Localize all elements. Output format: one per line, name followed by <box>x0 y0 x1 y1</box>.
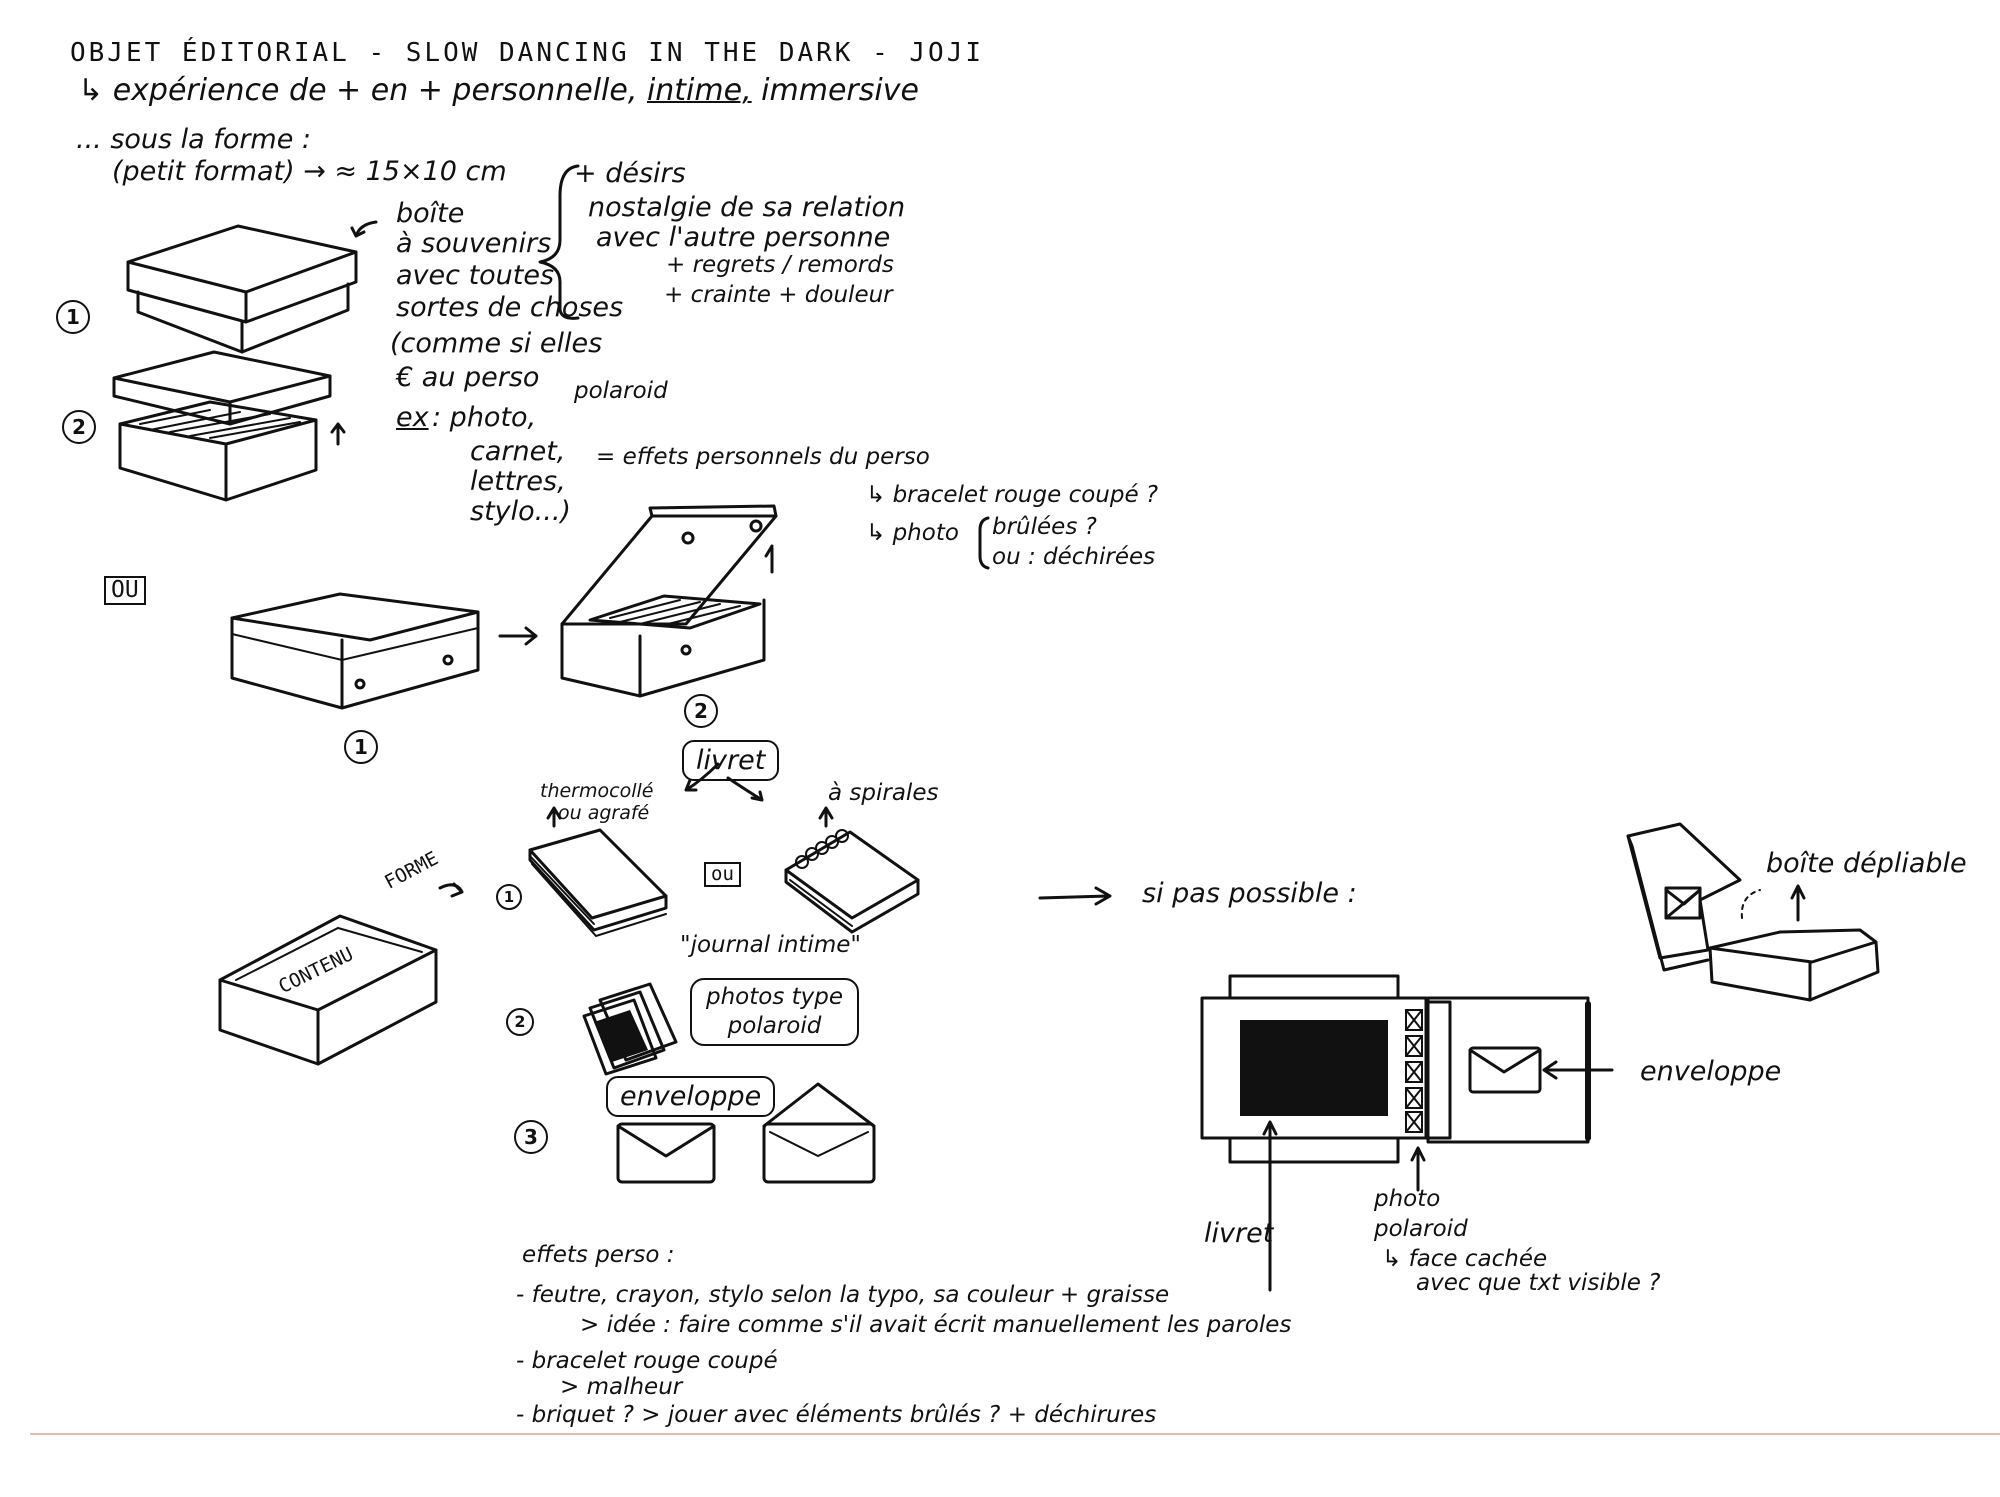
number-1-livret: 1 <box>496 884 522 910</box>
page-title: OBJET ÉDITORIAL - SLOW DANCING IN THE DA… <box>70 38 985 68</box>
photo-note: ↳ photo <box>866 520 959 546</box>
foldable-box-drawing <box>1626 822 1880 1002</box>
envelope-closed-drawing <box>616 1122 716 1184</box>
enveloppe-label: enveloppe <box>606 1076 776 1117</box>
layout-face-cachee-label: ↳ face cachée <box>1382 1246 1548 1272</box>
arrow-to-open-box <box>498 626 538 646</box>
number-1-top: 1 <box>56 300 90 334</box>
souvenir-arrow <box>350 220 378 238</box>
thermocolle-label: thermocollé <box>540 780 654 802</box>
photos-type-polaroid-box: photos type polaroid <box>690 978 860 1046</box>
spirales-arrow <box>818 806 834 828</box>
subtitle-post: immersive <box>761 73 919 108</box>
envelope-open-drawing <box>762 1082 876 1184</box>
unfolded-layout-drawing <box>1200 974 1614 1292</box>
livret-arrow-left <box>684 762 720 792</box>
feeling-3: avec l'autre personne <box>596 222 891 253</box>
thermocolle-arrow <box>546 806 562 828</box>
spirales-label: à spirales <box>828 780 939 806</box>
photo-option-1: brûlées ? <box>992 514 1097 540</box>
open-lid-box-drawing <box>112 350 346 502</box>
livret-label: livret <box>682 740 780 781</box>
spiral-notebook-drawing <box>784 829 920 934</box>
effets-personnels-note: = effets personnels du perso <box>596 444 930 470</box>
content-box-drawing <box>218 882 464 1066</box>
subtitle-intime: intime, <box>646 73 752 108</box>
photos-type-line-1: photos type <box>706 984 844 1010</box>
box-note-2: à souvenirs <box>396 228 552 259</box>
box-note-4: sortes de choses <box>396 292 624 323</box>
boite-depliable-label: boîte dépliable <box>1766 848 1967 879</box>
example-item-1: : photo, <box>432 402 537 433</box>
subtitle: ↳ expérience de + en + personnelle, inti… <box>78 76 919 106</box>
number-1-clasp: 1 <box>344 730 378 764</box>
layout-livret-label: livret <box>1204 1218 1274 1249</box>
journal-intime-label: "journal intime" <box>680 932 861 958</box>
effets-perso-line-4: > malheur <box>560 1374 683 1400</box>
subtitle-pre: expérience de + en + personnelle, <box>112 73 638 108</box>
photo-option-2: ou : déchirées <box>992 544 1156 570</box>
bracelet-note: ↳ bracelet rouge coupé ? <box>866 482 1159 508</box>
effets-perso-heading: effets perso : <box>522 1242 675 1268</box>
feelings-brace <box>538 164 580 320</box>
layout-polaroid-label: polaroid <box>1374 1216 1468 1242</box>
example-item-4: stylo...) <box>470 496 571 527</box>
number-3-enveloppe: 3 <box>514 1120 548 1154</box>
agrafe-label: ou agrafé <box>558 802 650 824</box>
polaroid-photos-drawing <box>582 982 678 1076</box>
feeling-5: + crainte + douleur <box>664 282 893 308</box>
clasp-box-open-drawing <box>560 504 778 698</box>
box-note-5: (comme si elles <box>390 328 603 359</box>
closed-box-drawing <box>126 224 358 354</box>
format-line-1: ... sous la forme : <box>76 124 312 155</box>
photo-options-bracket <box>978 516 990 570</box>
photos-type-line-2: polaroid <box>727 1013 822 1039</box>
feeling-2: nostalgie de sa relation <box>588 192 906 223</box>
effets-perso-line-5: - briquet ? > jouer avec éléments brûlés… <box>516 1402 1157 1428</box>
effets-perso-line-2: > idée : faire comme s'il avait écrit ma… <box>580 1312 1292 1338</box>
format-line-2: (petit format) → ≈ 15×10 cm <box>112 156 507 187</box>
ou-label-left: OU <box>104 576 146 605</box>
box-note-3: avec toutes <box>396 260 555 291</box>
box-note-1: boîte <box>396 198 465 229</box>
example-item-3: lettres, <box>470 466 566 497</box>
effets-perso-line-3: - bracelet rouge coupé <box>516 1348 778 1374</box>
polaroid-note: polaroid <box>574 378 668 404</box>
livret-arrow-right <box>726 776 764 802</box>
feeling-4: + regrets / remords <box>666 252 894 278</box>
clasp-box-closed-drawing <box>230 592 480 710</box>
number-2-photos: 2 <box>506 1008 534 1036</box>
arrow-si-pas-possible <box>1038 886 1112 906</box>
number-2-top: 2 <box>62 410 96 444</box>
ou-label-livret: ou <box>704 862 741 887</box>
layout-enveloppe-label: enveloppe <box>1640 1056 1782 1087</box>
number-2-clasp: 2 <box>684 694 718 728</box>
effets-perso-line-1: - feutre, crayon, stylo selon la typo, s… <box>516 1282 1170 1308</box>
si-pas-possible-label: si pas possible : <box>1142 878 1357 909</box>
subtitle-arrow: ↳ <box>78 73 104 108</box>
example-item-2: carnet, <box>470 436 566 467</box>
glued-booklet-drawing <box>528 828 668 938</box>
feeling-1: + désirs <box>574 158 686 189</box>
layout-photo-label: photo <box>1374 1186 1441 1212</box>
example-label: ex <box>396 402 429 433</box>
layout-txt-visible-label: avec que txt visible ? <box>1416 1270 1661 1296</box>
box-note-6: € au perso <box>396 362 540 393</box>
